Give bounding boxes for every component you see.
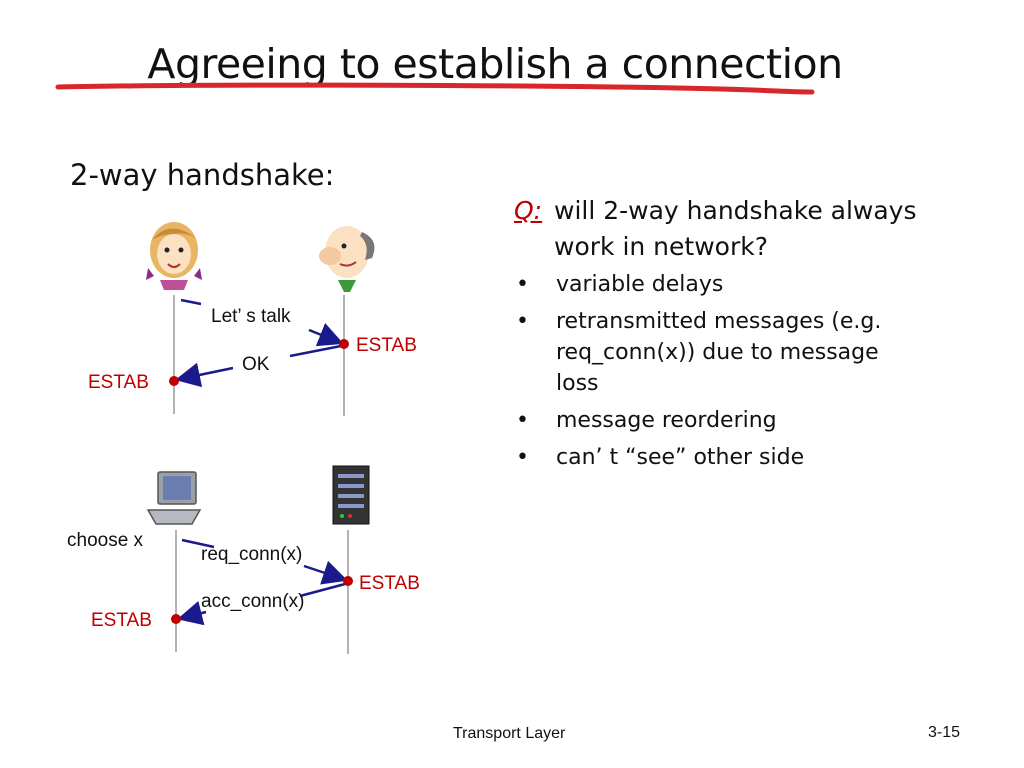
msg-acc-conn: acc_conn(x) (201, 591, 305, 612)
question-block: Q: will 2-way handshake always work in n… (514, 193, 994, 479)
subtitle: 2-way handshake: (70, 158, 335, 192)
page-number: 3-15 (928, 724, 961, 741)
arrow-segment (299, 582, 346, 598)
arrow-lets-talk (308, 322, 344, 347)
arrow-req-conn (303, 560, 348, 585)
msg-ok: OK (242, 354, 270, 375)
arrow-segment (180, 298, 202, 306)
question-text-2: work in network? (554, 232, 768, 261)
msg-req-conn: req_conn(x) (201, 544, 303, 565)
list-item: •retransmitted messages (e.g. req_conn(x… (514, 306, 994, 399)
estab-label-left-bottom: ESTAB (91, 610, 152, 631)
list-item: •can’ t “see” other side (514, 442, 994, 473)
arrow-segment (181, 538, 215, 549)
estab-label-right-top: ESTAB (356, 335, 417, 356)
bullet-glyph: • (516, 309, 529, 334)
question-marker: Q: (514, 196, 543, 225)
page-title: Agreeing to establish a connection (147, 40, 843, 88)
estab-dot (339, 339, 349, 349)
bullet-list: •variable delays •retransmitted messages… (514, 269, 994, 473)
footer-text: Transport Layer (453, 725, 566, 742)
bullet-glyph: • (516, 272, 529, 297)
estab-label-left-top: ESTAB (88, 372, 149, 393)
choose-x-label: choose x (67, 530, 144, 551)
list-item: •message reordering (514, 405, 994, 436)
estab-label-right-bottom: ESTAB (359, 573, 420, 594)
estab-dot (171, 614, 181, 624)
title-underline (55, 82, 815, 95)
msg-lets-talk: Let’ s talk (211, 306, 291, 327)
server-icon (332, 465, 370, 525)
bullet-glyph: • (516, 445, 529, 470)
man-avatar-icon (319, 226, 375, 292)
question-line-1: Q: will 2-way handshake always (514, 193, 994, 229)
arrow-acc-conn (177, 601, 207, 626)
arrow-ok (175, 362, 234, 388)
estab-dot (169, 376, 179, 386)
list-item: •variable delays (514, 269, 994, 300)
woman-avatar-icon (146, 222, 202, 290)
laptop-icon (146, 471, 202, 525)
arrow-segment (289, 344, 342, 358)
question-text-1: will 2-way handshake always (554, 196, 917, 225)
bullet-glyph: • (516, 408, 529, 433)
estab-dot (343, 576, 353, 586)
question-line-2: work in network? (514, 229, 994, 265)
